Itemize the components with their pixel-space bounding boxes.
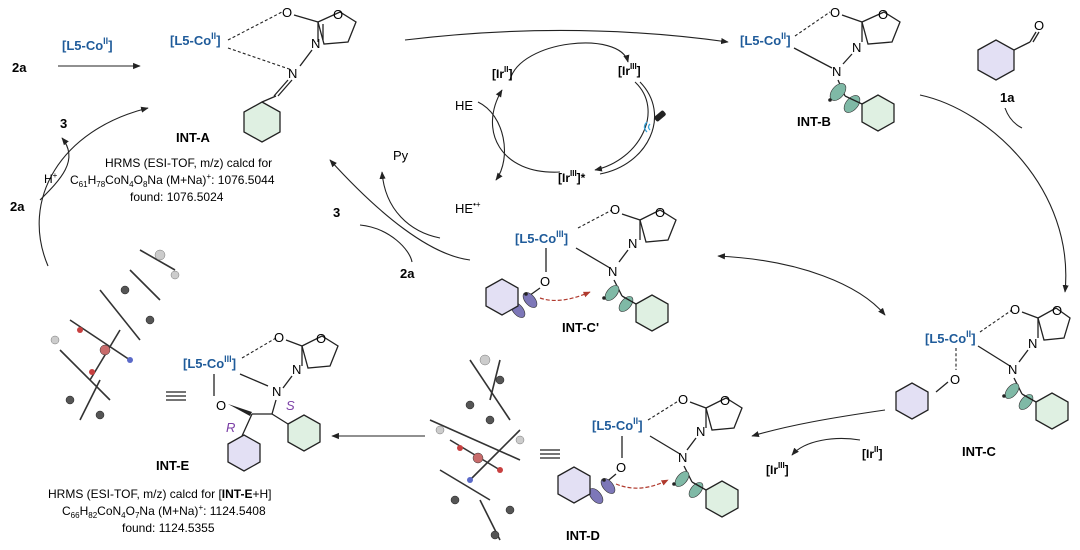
svg-text:O: O	[616, 460, 626, 475]
svg-text:INT-D: INT-D	[566, 528, 600, 543]
int-e-label: INT-E	[156, 458, 190, 473]
svg-text:N: N	[292, 362, 301, 377]
svg-text:N: N	[272, 384, 281, 399]
int-e-hrms: HRMS (ESI-TOF, m/z) calcd for [INT-E+H] …	[48, 487, 271, 535]
svg-text:2a: 2a	[10, 199, 25, 214]
int-a-label: INT-A	[176, 130, 211, 145]
int-a-hrms: HRMS (ESI-TOF, m/z) calcd for C61H78CoN4…	[70, 156, 275, 204]
svg-text:O: O	[678, 392, 688, 407]
svg-text:N: N	[678, 450, 687, 465]
svg-text:[L5-CoII]: [L5-CoII]	[170, 31, 221, 48]
svg-text:N: N	[1008, 362, 1017, 377]
svg-text:1a: 1a	[1000, 90, 1015, 105]
arrow-1a-in	[1004, 107, 1023, 129]
int-d-structure: [L5-CoII] O O N N O INT-D	[540, 392, 743, 543]
arrow-int-c-to-int-d: [IrII] [IrIII]	[751, 409, 886, 477]
int-e-structure: [L5-CoIII] O O N N O R S	[166, 330, 339, 472]
svg-text:O: O	[1010, 302, 1020, 317]
svg-text:[L5-CoII]: [L5-CoII]	[740, 31, 791, 48]
svg-text:O: O	[1034, 18, 1044, 33]
svg-text:INT-A: INT-A	[176, 130, 211, 145]
benzaldehyde-1a: O 1a	[977, 18, 1044, 105]
svg-text:[L5-CoII]: [L5-CoII]	[925, 329, 976, 346]
svg-text:O: O	[282, 5, 292, 20]
svg-text:O: O	[878, 7, 888, 22]
svg-text:O: O	[720, 393, 730, 408]
reagent-2a-top: 2a	[12, 60, 27, 75]
svg-text:Py: Py	[393, 148, 409, 163]
svg-text:3: 3	[60, 116, 67, 131]
svg-text:INT-C: INT-C	[962, 444, 997, 459]
svg-text:N: N	[288, 66, 297, 81]
arrow-int-b-to-int-c	[919, 94, 1069, 293]
svg-text:INT-B: INT-B	[797, 114, 831, 129]
svg-text:O: O	[216, 398, 226, 413]
svg-text:2a: 2a	[400, 266, 415, 281]
svg-text:N: N	[1028, 336, 1037, 351]
int-c-prime-structure: [L5-CoIII] O O N N O INT-C'	[485, 202, 677, 335]
svg-text:C66H82CoN4O7Na (M+Na)+: 1124.5: C66H82CoN4O7Na (M+Na)+: 1124.5408	[62, 503, 266, 520]
photo-cycle: [IrII] [IrIII] [IrIII]* HE HE•+	[455, 42, 656, 216]
svg-text:O: O	[1052, 303, 1062, 318]
arrow-int-a-to-int-b	[404, 29, 729, 45]
svg-text:INT-C': INT-C'	[562, 320, 599, 335]
arrow-c-prime-c	[717, 253, 886, 316]
int-c-structure: [L5-CoII] O O N N O INT-C	[895, 302, 1071, 459]
svg-text:HE•+: HE•+	[455, 200, 481, 216]
int-d-crystal-structure	[429, 354, 525, 541]
catalyst-label-top: [L5-CoII]	[62, 36, 113, 53]
svg-text:[IrII]: [IrII]	[862, 445, 882, 461]
int-b-structure: [L5-CoII] O O N N INT-B	[740, 5, 901, 132]
mid-crossing: Py 3 2a	[329, 148, 471, 281]
svg-text:O: O	[655, 205, 665, 220]
svg-text:O: O	[610, 202, 620, 217]
svg-text:[L5-CoIII]: [L5-CoIII]	[183, 354, 236, 371]
svg-text:found: 1076.5024: found: 1076.5024	[130, 190, 224, 204]
svg-text:3: 3	[333, 205, 340, 220]
svg-text:O: O	[540, 274, 550, 289]
svg-text:N: N	[608, 264, 617, 279]
int-a-structure: [L5-CoII] O O N N	[170, 5, 357, 143]
svg-text:N: N	[852, 40, 861, 55]
svg-text:H+: H+	[44, 171, 58, 186]
svg-text:INT-E: INT-E	[156, 458, 190, 473]
svg-text:found: 1124.5355: found: 1124.5355	[122, 521, 215, 535]
svg-text:HRMS (ESI-TOF, m/z) calcd for: HRMS (ESI-TOF, m/z) calcd for [INT-E+H]	[48, 487, 271, 501]
svg-text:[IrIII]: [IrIII]	[618, 62, 641, 78]
svg-text:O: O	[274, 330, 284, 345]
svg-text:[IrII]: [IrII]	[492, 65, 512, 81]
svg-text:O: O	[950, 372, 960, 387]
light-source-icon	[643, 110, 666, 133]
svg-text:N: N	[832, 64, 841, 79]
svg-text:[L5-CoII]: [L5-CoII]	[62, 36, 113, 53]
svg-text:N: N	[696, 424, 705, 439]
svg-text:[IrIII]: [IrIII]	[766, 461, 789, 477]
svg-text:O: O	[333, 7, 343, 22]
svg-text:HE: HE	[455, 98, 473, 113]
svg-text:[IrIII]*: [IrIII]*	[558, 169, 586, 185]
svg-text:N: N	[311, 36, 320, 51]
svg-text:[L5-CoII]: [L5-CoII]	[592, 416, 643, 433]
svg-text:R: R	[226, 420, 235, 435]
svg-text:2a: 2a	[12, 60, 27, 75]
svg-text:[L5-CoIII]: [L5-CoIII]	[515, 229, 568, 246]
int-e-crystal-structure	[50, 249, 180, 421]
svg-text:C61H78CoN4O8Na (M+Na)+: 1076.5: C61H78CoN4O8Na (M+Na)+: 1076.5044	[70, 172, 275, 189]
svg-text:O: O	[316, 331, 326, 346]
svg-text:O: O	[830, 5, 840, 20]
svg-text:HRMS (ESI-TOF, m/z) calcd for: HRMS (ESI-TOF, m/z) calcd for	[105, 156, 272, 170]
left-cycle-arrow: 3 H+ 2a	[10, 106, 149, 267]
svg-text:S: S	[286, 398, 295, 413]
svg-text:N: N	[628, 236, 637, 251]
